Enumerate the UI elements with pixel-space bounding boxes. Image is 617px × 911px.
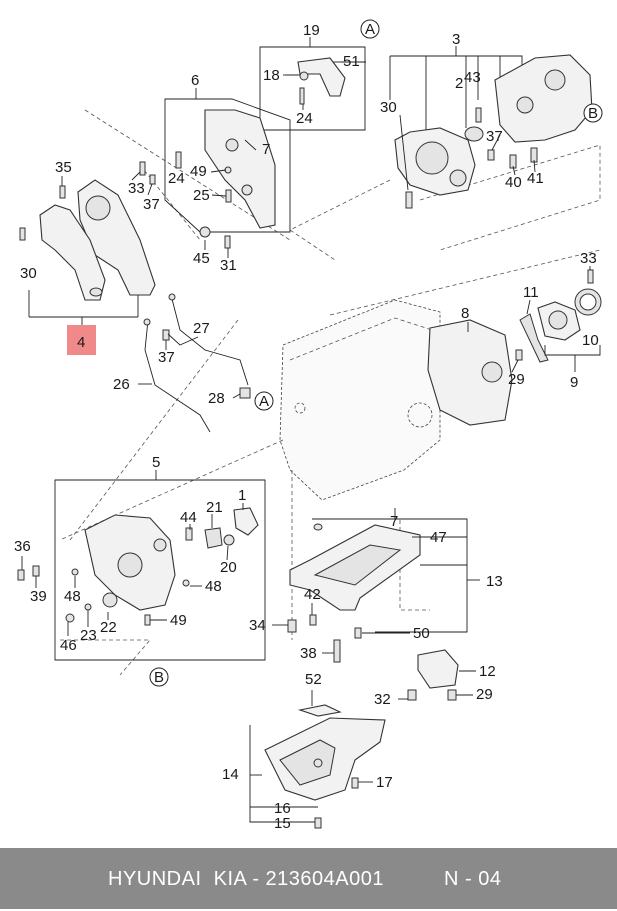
callout-22: 22 bbox=[100, 619, 117, 636]
callout-26: 26 bbox=[113, 376, 130, 393]
ref-marker-b-bottom: B bbox=[149, 667, 169, 687]
callout-37: 37 bbox=[486, 128, 503, 145]
callout-17: 17 bbox=[376, 774, 393, 791]
callout-25: 25 bbox=[193, 187, 210, 204]
group-5 bbox=[17, 470, 266, 661]
callout-11: 11 bbox=[523, 284, 539, 301]
callout-7: 7 bbox=[262, 141, 270, 158]
callout-labels: 19 51 18 24 3 2 43 30 37 40 41 6 7 49 24… bbox=[14, 22, 599, 832]
callout-50: 50 bbox=[413, 625, 430, 642]
callout-5: 5 bbox=[152, 454, 160, 471]
callout-20: 20 bbox=[220, 559, 237, 576]
callout-47: 47 bbox=[430, 529, 447, 546]
ref-marker-b-top: B bbox=[583, 103, 603, 123]
callout-39: 39 bbox=[30, 588, 47, 605]
callout-51: 51 bbox=[343, 53, 360, 70]
callout-7: 7 bbox=[390, 513, 398, 530]
group-19 bbox=[259, 37, 366, 131]
callout-36: 36 bbox=[14, 538, 31, 555]
svg-text:A: A bbox=[259, 393, 269, 410]
group-3 bbox=[389, 46, 593, 209]
callout-4: 4 bbox=[77, 334, 85, 351]
svg-text:B: B bbox=[588, 105, 598, 122]
callout-41: 41 bbox=[527, 170, 544, 187]
callout-13: 13 bbox=[486, 573, 503, 590]
callout-10: 10 bbox=[582, 332, 599, 349]
callout-33: 33 bbox=[128, 180, 145, 197]
group-13 bbox=[287, 508, 480, 663]
callout-29: 29 bbox=[476, 686, 493, 703]
timing-cover-assembly bbox=[19, 179, 170, 341]
callout-19: 19 bbox=[303, 22, 320, 39]
callout-1: 1 bbox=[238, 487, 246, 504]
callout-48: 48 bbox=[205, 578, 222, 595]
callout-3: 3 bbox=[452, 31, 460, 48]
callout-24: 24 bbox=[296, 110, 313, 127]
callout-15: 15 bbox=[274, 815, 291, 832]
svg-text:A: A bbox=[365, 21, 375, 38]
callout-48: 48 bbox=[64, 588, 81, 605]
oil-pan bbox=[249, 704, 386, 829]
callout-9: 9 bbox=[570, 374, 578, 391]
callout-40: 40 bbox=[505, 174, 522, 191]
engine-block bbox=[279, 299, 441, 501]
callout-44: 44 bbox=[180, 509, 197, 526]
ref-marker-a-top: A bbox=[360, 19, 380, 39]
callout-23: 23 bbox=[80, 627, 97, 644]
callout-29: 29 bbox=[508, 371, 525, 388]
footer-bar: HYUNDAI KIA - 213604A001 N - 04 bbox=[0, 848, 617, 909]
callout-27: 27 bbox=[193, 320, 210, 337]
callout-24: 24 bbox=[168, 170, 185, 187]
ref-marker-a-mid: A bbox=[254, 391, 274, 411]
callout-38: 38 bbox=[300, 645, 317, 662]
callout-43: 43 bbox=[464, 69, 481, 86]
callout-32: 32 bbox=[374, 691, 391, 708]
bracket-12 bbox=[407, 649, 459, 701]
callout-37: 37 bbox=[158, 349, 175, 366]
page-reference: N - 04 bbox=[444, 868, 502, 890]
rear-plate-and-seal bbox=[427, 269, 602, 426]
callout-49: 49 bbox=[190, 163, 207, 180]
callout-49: 49 bbox=[170, 612, 187, 629]
callout-30: 30 bbox=[20, 265, 37, 282]
highlight-box-4 bbox=[67, 325, 96, 355]
callout-14: 14 bbox=[222, 766, 239, 783]
callout-16: 16 bbox=[274, 800, 291, 817]
callout-34: 34 bbox=[249, 617, 266, 634]
callout-35: 35 bbox=[55, 159, 72, 176]
callout-30: 30 bbox=[380, 99, 397, 116]
callout-46: 46 bbox=[60, 637, 77, 654]
exploded-parts-diagram: 19 51 18 24 3 2 43 30 37 40 41 6 7 49 24… bbox=[14, 19, 603, 832]
callout-42: 42 bbox=[304, 586, 321, 603]
callout-37: 37 bbox=[143, 196, 160, 213]
callout-18: 18 bbox=[263, 67, 280, 84]
callout-2: 2 bbox=[455, 75, 463, 92]
leader-lines bbox=[21, 61, 591, 783]
callout-6: 6 bbox=[191, 72, 199, 89]
callout-45: 45 bbox=[193, 250, 210, 267]
dipstick-assembly bbox=[143, 293, 251, 433]
callout-21: 21 bbox=[206, 499, 223, 516]
callout-33: 33 bbox=[580, 250, 597, 267]
svg-text:B: B bbox=[154, 669, 164, 686]
callout-28: 28 bbox=[208, 390, 225, 407]
callout-31: 31 bbox=[220, 257, 237, 274]
callout-52: 52 bbox=[305, 671, 322, 688]
group-6 bbox=[139, 88, 291, 249]
callout-8: 8 bbox=[461, 305, 469, 322]
callout-12: 12 bbox=[479, 663, 496, 680]
part-number-label: HYUNDAI KIA - 213604A001 bbox=[108, 868, 384, 890]
